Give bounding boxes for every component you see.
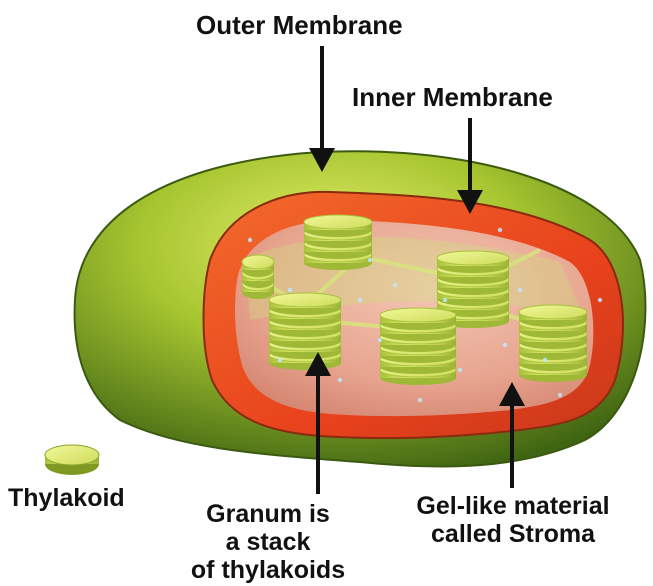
thylakoid-disc xyxy=(45,445,99,475)
inner-membrane-label: Inner Membrane xyxy=(352,84,553,110)
stroma-label-line-2: called Stroma xyxy=(388,520,638,548)
stroma-particle xyxy=(393,283,397,287)
granum-stack xyxy=(304,215,372,270)
thylakoid-disc-top xyxy=(242,255,274,269)
stroma-label-line-1: Gel-like material xyxy=(388,492,638,520)
thylakoid-disc-top xyxy=(304,215,372,229)
outer-membrane-label: Outer Membrane xyxy=(196,12,403,38)
stroma-particle xyxy=(418,398,422,402)
granum-label-line-3: of thylakoids xyxy=(168,556,368,584)
stroma-particle xyxy=(598,298,602,302)
granum-stack xyxy=(242,255,274,299)
thylakoid-disc-top xyxy=(380,308,456,322)
granum-stack xyxy=(519,305,587,382)
thylakoid-label: Thylakoid xyxy=(8,486,125,511)
arrow-outer-membrane xyxy=(309,46,335,172)
stroma-particle xyxy=(458,368,462,372)
stroma-particle xyxy=(498,228,502,232)
stroma-particle xyxy=(358,298,362,302)
stroma-particle xyxy=(518,288,522,292)
stroma-particle xyxy=(503,343,507,347)
granum-label-line-1: Granum is xyxy=(168,500,368,528)
stroma-particle xyxy=(558,393,562,397)
stroma-particle xyxy=(288,288,292,292)
stroma-particle xyxy=(543,358,547,362)
stroma-particle xyxy=(278,358,282,362)
stroma-particle xyxy=(378,338,382,342)
thylakoid-disc-top xyxy=(437,251,509,265)
stroma-particle xyxy=(368,258,372,262)
stroma-particle xyxy=(338,378,342,382)
thylakoid-disc-top xyxy=(519,305,587,319)
thylakoid-disc-top xyxy=(269,293,341,307)
stroma-particle xyxy=(248,238,252,242)
granum-stack xyxy=(380,308,456,385)
stroma-particle xyxy=(443,298,447,302)
granum-label-line-2: a stack xyxy=(168,528,368,556)
granum-label: Granum is a stack of thylakoids xyxy=(168,500,368,584)
stroma-label: Gel-like material called Stroma xyxy=(388,492,638,548)
